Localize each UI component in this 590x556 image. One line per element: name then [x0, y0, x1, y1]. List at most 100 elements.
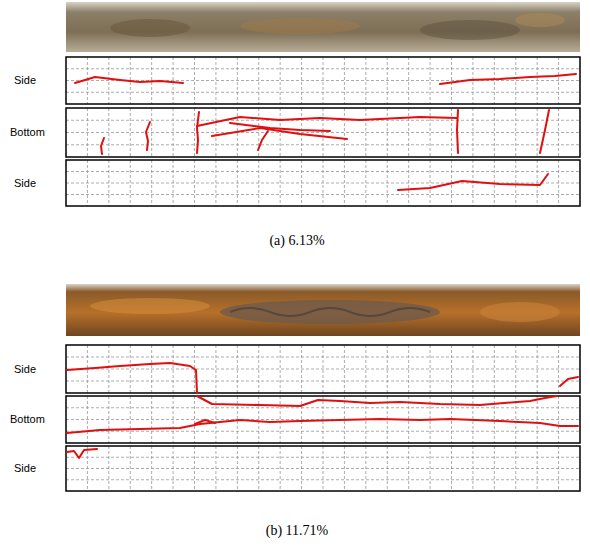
grid-line — [537, 345, 538, 393]
grid-line — [472, 345, 473, 393]
grid-line — [215, 160, 216, 206]
grid-line — [344, 57, 345, 104]
grid-line — [215, 57, 216, 104]
grid-line — [323, 345, 324, 393]
panel-frame — [66, 57, 580, 104]
grid-line — [323, 57, 324, 104]
grid-line — [151, 345, 152, 393]
grid-line — [258, 57, 259, 104]
grid-line — [301, 345, 302, 393]
grid-line — [87, 446, 88, 491]
grid-line — [515, 446, 516, 491]
grid-line — [87, 396, 88, 443]
grid-line — [515, 108, 516, 157]
face-label: Side — [14, 462, 36, 474]
grid-line — [301, 160, 302, 206]
grid-line — [258, 396, 259, 443]
grid-line — [387, 446, 388, 491]
grid-line — [365, 345, 366, 393]
grid-line — [301, 396, 302, 443]
grid-line — [323, 108, 324, 157]
subfigure-caption: (a) 6.13% — [269, 233, 324, 249]
grid-line — [430, 108, 431, 157]
grid-line — [237, 57, 238, 104]
grid-line — [494, 57, 495, 104]
grid-line — [87, 160, 88, 206]
grid-line — [108, 57, 109, 104]
grid-line — [194, 57, 195, 104]
grid-line — [194, 160, 195, 206]
grid-line — [365, 57, 366, 104]
grid-line — [108, 160, 109, 206]
grid-line — [344, 108, 345, 157]
grid-line — [430, 160, 431, 206]
grid-line — [344, 345, 345, 393]
grid-panels — [66, 57, 580, 491]
grid-line — [408, 57, 409, 104]
grid-line — [130, 108, 131, 157]
grid-line — [323, 160, 324, 206]
grid-line — [472, 446, 473, 491]
grid-line — [173, 446, 174, 491]
grid-line — [280, 396, 281, 443]
grid-line — [66, 479, 580, 480]
grid-line — [173, 108, 174, 157]
panel-frame — [66, 345, 580, 393]
grid-line — [537, 446, 538, 491]
grid-line — [87, 108, 88, 157]
grid-line — [558, 345, 559, 393]
grid-line — [301, 446, 302, 491]
grid-line — [215, 345, 216, 393]
grid-line — [537, 108, 538, 157]
grid-line — [558, 396, 559, 443]
grid-line — [108, 345, 109, 393]
grid-line — [537, 160, 538, 206]
grid-line — [365, 446, 366, 491]
grid-line — [258, 345, 259, 393]
grid-line — [258, 160, 259, 206]
grid-line — [237, 160, 238, 206]
grid-line — [494, 345, 495, 393]
grid-line — [451, 446, 452, 491]
face-label: Side — [14, 74, 36, 86]
grid-line — [494, 446, 495, 491]
grid-line — [151, 108, 152, 157]
grid-line — [323, 446, 324, 491]
face-label: Bottom — [10, 413, 45, 425]
grid-line — [537, 396, 538, 443]
grid-line — [408, 345, 409, 393]
grid-line — [408, 446, 409, 491]
grid-line — [472, 160, 473, 206]
grid-line — [280, 57, 281, 104]
grid-line — [558, 108, 559, 157]
grid-line — [66, 194, 580, 195]
grid-line — [130, 345, 131, 393]
grid-line — [301, 57, 302, 104]
grid-line — [515, 57, 516, 104]
grid-line — [472, 108, 473, 157]
grid-line — [237, 446, 238, 491]
grid-line — [280, 108, 281, 157]
grid-line — [108, 446, 109, 491]
grid-line — [408, 108, 409, 157]
grid-line — [173, 160, 174, 206]
grid-line — [430, 345, 431, 393]
grid-line — [173, 396, 174, 443]
panel-frame — [66, 396, 580, 443]
grid-line — [451, 108, 452, 157]
face-label: Side — [14, 177, 36, 189]
grid-line — [280, 160, 281, 206]
grid-line — [237, 345, 238, 393]
grid-line — [515, 345, 516, 393]
grid-line — [387, 345, 388, 393]
crack-lines — [67, 74, 578, 458]
grid-line — [558, 160, 559, 206]
grid-line — [430, 446, 431, 491]
grid-line — [151, 396, 152, 443]
grid-line — [215, 446, 216, 491]
grid-line — [451, 57, 452, 104]
grid-line — [108, 396, 109, 443]
grid-line — [558, 446, 559, 491]
grid-line — [387, 57, 388, 104]
grid-line — [108, 108, 109, 157]
